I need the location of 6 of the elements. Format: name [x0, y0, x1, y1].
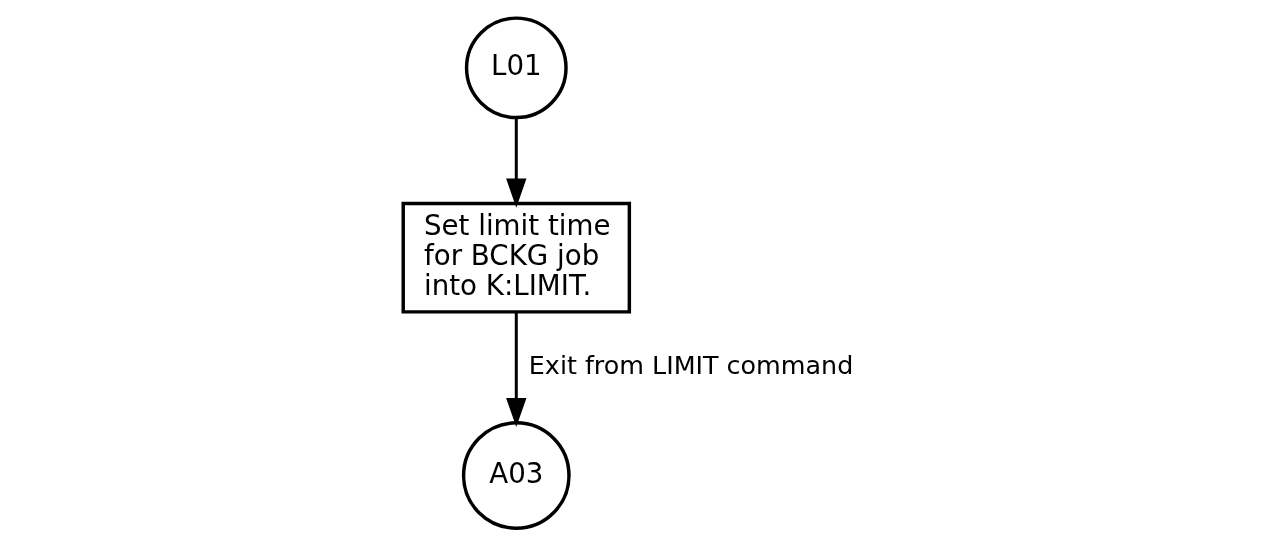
arrow [506, 118, 527, 208]
arrow [506, 312, 527, 428]
node-circle: L01 [464, 16, 568, 120]
node-box: Set limit time for BCKG job into K:LIMIT. [401, 201, 632, 314]
edge-label: Exit from LIMIT command [528, 349, 854, 380]
node-circle: A03 [461, 421, 571, 530]
